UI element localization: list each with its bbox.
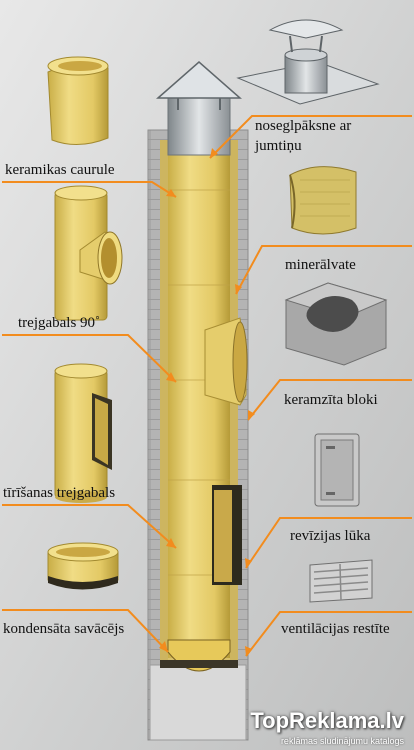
arrow-cleaning-tee xyxy=(2,504,177,549)
arrow-hatch xyxy=(245,517,412,569)
inspection-hatch-part xyxy=(314,433,360,507)
leader-arrows xyxy=(2,115,412,657)
label-rain-cap-line2: jumtiņu xyxy=(255,138,302,154)
label-condensate-collector: kondensāta savācējs xyxy=(3,621,125,637)
label-rain-cap-line1: noseglpāksne ar xyxy=(255,118,352,134)
cleaning-tee-part xyxy=(54,363,112,503)
label-expanded-clay-blocks: keramzīta bloki xyxy=(284,392,378,408)
rain-cap-part xyxy=(236,19,380,105)
label-ceramic-pipe: keramikas caurule xyxy=(5,162,115,178)
chimney-cross-section xyxy=(147,61,249,741)
arrow-rain-cap xyxy=(209,115,412,159)
watermark-brand: TopReklama.lv xyxy=(250,708,404,733)
arrow-condensate xyxy=(2,609,169,653)
label-tee-90: trejgabals 90˚ xyxy=(18,315,101,331)
expanded-clay-block-part xyxy=(284,282,388,366)
arrow-grille xyxy=(245,611,412,657)
label-inspection-hatch: revīzijas lūka xyxy=(290,528,371,544)
arrow-mineral-wool xyxy=(235,245,412,295)
arrow-clay-blocks xyxy=(247,379,412,421)
arrow-ceramic-pipe xyxy=(2,181,177,198)
tee-90-part xyxy=(54,185,123,321)
condensate-collector-part xyxy=(47,542,119,590)
chimney-base xyxy=(149,664,247,741)
mineral-wool-part xyxy=(289,166,357,235)
label-cleaning-tee: tīrīšanas trejgabals xyxy=(3,485,116,501)
arrow-tee-90 xyxy=(2,334,177,383)
arrow-heads xyxy=(159,148,255,656)
label-ventilation-grille: ventilācijas restīte xyxy=(281,621,390,637)
mineral-wool-layer xyxy=(160,140,168,660)
watermark-tagline: reklāmas sludinājumu katalogs xyxy=(280,736,404,746)
label-mineral-wool: minerālvate xyxy=(285,257,356,273)
ventilation-grille-part xyxy=(309,559,373,603)
ceramic-pipe-part xyxy=(47,56,109,145)
chimney-roof-cap xyxy=(156,61,242,99)
